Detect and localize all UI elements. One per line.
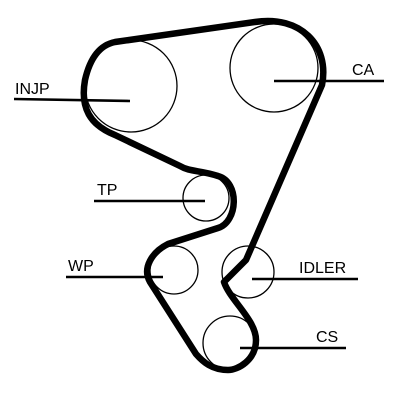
wp-label: WP (68, 258, 94, 275)
injp-leader-line (13, 97, 131, 103)
tensioner-pulley (182, 174, 230, 222)
injp-label: INJP (15, 81, 50, 98)
camshaft-pulley (229, 23, 319, 113)
tp-label: TP (97, 182, 117, 199)
cs-label: CS (316, 329, 338, 346)
idler-label: IDLER (299, 260, 346, 277)
ca-label: CA (352, 62, 375, 79)
injection-pump-pulley (84, 39, 178, 133)
crankshaft-pulley (202, 315, 258, 371)
water-pump-pulley (149, 245, 199, 295)
timing-belt (80, 17, 327, 374)
idler-pulley (221, 245, 275, 299)
